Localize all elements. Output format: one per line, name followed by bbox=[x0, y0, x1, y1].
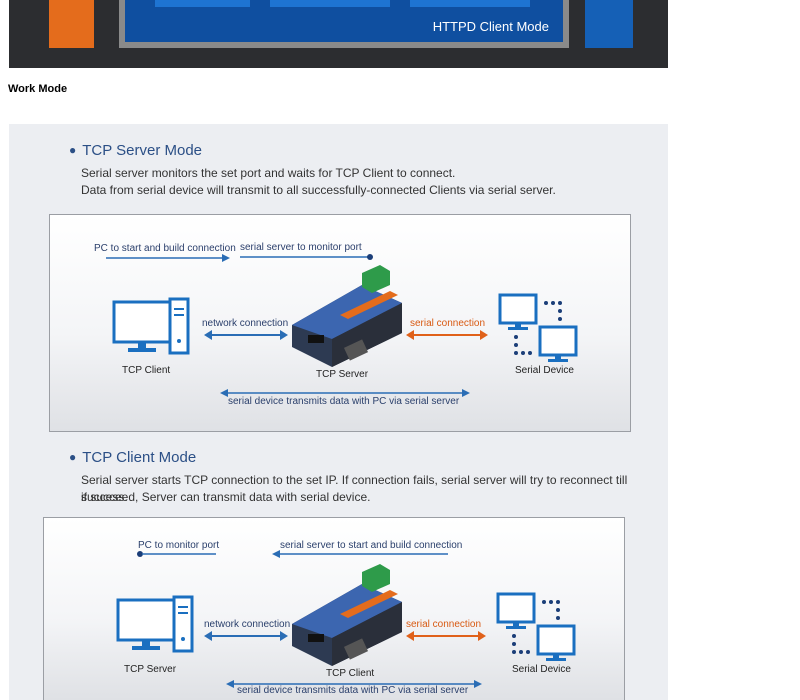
server-mode-diagram: PC to start and build connection serial … bbox=[49, 214, 631, 432]
monitor-icon bbox=[496, 592, 576, 661]
screen-area: HTTPD Client Mode bbox=[125, 0, 563, 42]
monitor-port-label: serial server to monitor port bbox=[240, 242, 362, 253]
bottom-transmit-label: serial device transmits data with PC via… bbox=[237, 685, 469, 696]
computer-icon bbox=[112, 297, 190, 355]
server-mode-desc-2: Data from serial device will transmit to… bbox=[81, 183, 556, 197]
bullet-icon: ● bbox=[69, 143, 77, 157]
computer-icon bbox=[116, 595, 194, 653]
blue-block bbox=[585, 0, 633, 48]
client-mode-desc-2: if succeed, Server can transmit data wit… bbox=[81, 490, 371, 504]
serial-connection-label: serial connection bbox=[410, 318, 486, 329]
client-mode-desc-1: Serial server starts TCP connection to t… bbox=[81, 473, 628, 504]
pc-monitor-port-label: PC to monitor port bbox=[138, 540, 220, 551]
network-connection-label: network connection bbox=[204, 619, 291, 630]
server-mode-desc-1: Serial server monitors the set port and … bbox=[81, 166, 456, 180]
serial-server-icon bbox=[292, 564, 402, 666]
tcp-server-label: TCP Server bbox=[124, 664, 177, 675]
tcp-client-label: TCP Client bbox=[326, 668, 375, 679]
work-mode-panel: ●TCP Server Mode Serial server monitors … bbox=[9, 124, 668, 700]
monitor-dot bbox=[137, 551, 143, 557]
start-connection-label: serial server to start and build connect… bbox=[280, 540, 463, 551]
server-mode-title: ●TCP Server Mode bbox=[69, 142, 203, 159]
network-connection-label: network connection bbox=[202, 318, 289, 329]
top-banner-image: HTTPD Client Mode bbox=[9, 0, 668, 68]
tcp-server-label: TCP Server bbox=[316, 369, 369, 380]
monitor-dot bbox=[367, 254, 373, 260]
client-mode-diagram: PC to monitor port serial server to star… bbox=[43, 517, 625, 700]
serial-connection-label: serial connection bbox=[406, 619, 482, 630]
tcp-client-label: TCP Client bbox=[122, 365, 171, 376]
bullet-icon: ● bbox=[69, 450, 77, 464]
screen-window bbox=[155, 0, 250, 7]
screen-frame: HTTPD Client Mode bbox=[119, 0, 569, 48]
arrow-head bbox=[222, 254, 230, 262]
screen-window bbox=[270, 0, 390, 7]
screen-window bbox=[410, 0, 530, 7]
orange-block bbox=[49, 0, 94, 48]
httpd-mode-label: HTTPD Client Mode bbox=[432, 19, 549, 34]
pc-start-label: PC to start and build connection bbox=[94, 243, 236, 254]
monitor-icon bbox=[498, 293, 578, 362]
work-mode-heading: Work Mode bbox=[8, 83, 68, 95]
bottom-transmit-label: serial device transmits data with PC via… bbox=[228, 396, 460, 407]
serial-device-label: Serial Device bbox=[515, 365, 574, 376]
serial-device-label: Serial Device bbox=[512, 664, 571, 675]
serial-server-icon bbox=[292, 265, 402, 367]
client-mode-title: ●TCP Client Mode bbox=[69, 449, 197, 466]
